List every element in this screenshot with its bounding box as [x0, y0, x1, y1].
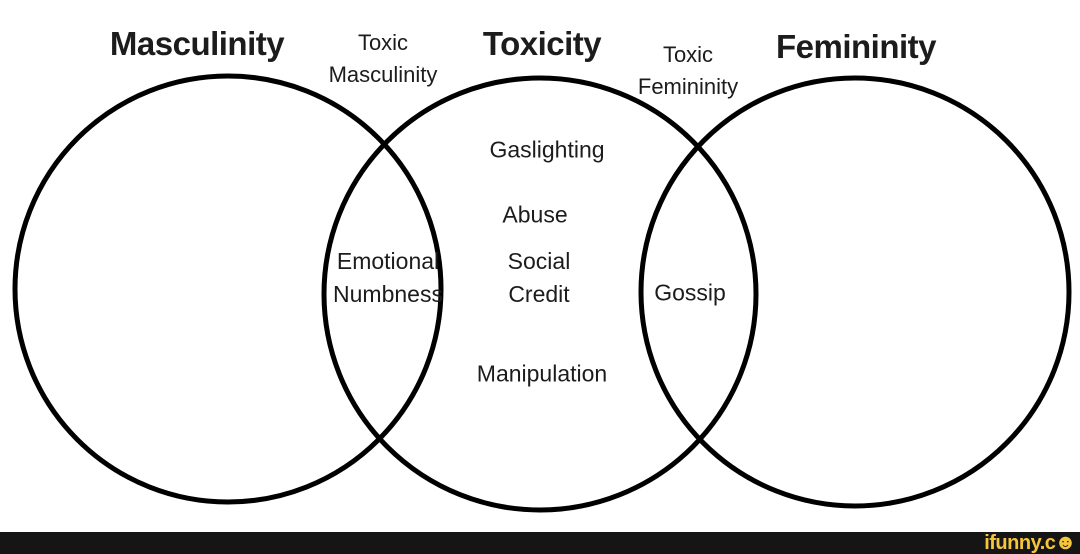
social-credit-line1: Social: [507, 248, 571, 274]
toxic-masculinity-heading: Toxic Masculinity: [329, 27, 438, 91]
femininity-title: Femininity: [775, 28, 937, 65]
gaslighting-item: Gaslighting: [489, 136, 605, 163]
social-credit-line2: Credit: [508, 281, 570, 307]
toxic-masculinity-line1: Toxic: [357, 30, 409, 55]
ifunny-watermark: ifunny.c☻: [984, 531, 1076, 554]
watermark-text: ifunny.c: [984, 532, 1056, 554]
gossip-item: Gossip: [654, 279, 726, 306]
footer-bar: ifunny.c☻: [0, 532, 1080, 554]
abuse-item: Abuse: [502, 201, 568, 228]
toxicity-title: Toxicity: [482, 25, 602, 62]
toxic-masculinity-line2: Masculinity: [328, 62, 438, 87]
social-credit-item: Social Credit: [508, 245, 571, 311]
emotional-numbness-line1: Emotional: [336, 248, 440, 274]
toxic-femininity-heading: Toxic Femininity: [638, 39, 738, 103]
emotional-numbness-line2: Numbness: [333, 281, 443, 307]
toxic-femininity-line1: Toxic: [662, 42, 714, 67]
toxicity-circle: [321, 75, 759, 513]
masculinity-title: Masculinity: [109, 25, 285, 62]
toxic-femininity-line2: Femininity: [637, 74, 739, 99]
smiley-icon: ☻: [1054, 531, 1076, 554]
manipulation-item: Manipulation: [476, 360, 608, 387]
masculinity-circle: [12, 73, 444, 505]
emotional-numbness-item: Emotional Numbness: [333, 245, 443, 311]
femininity-circle: [638, 75, 1072, 509]
